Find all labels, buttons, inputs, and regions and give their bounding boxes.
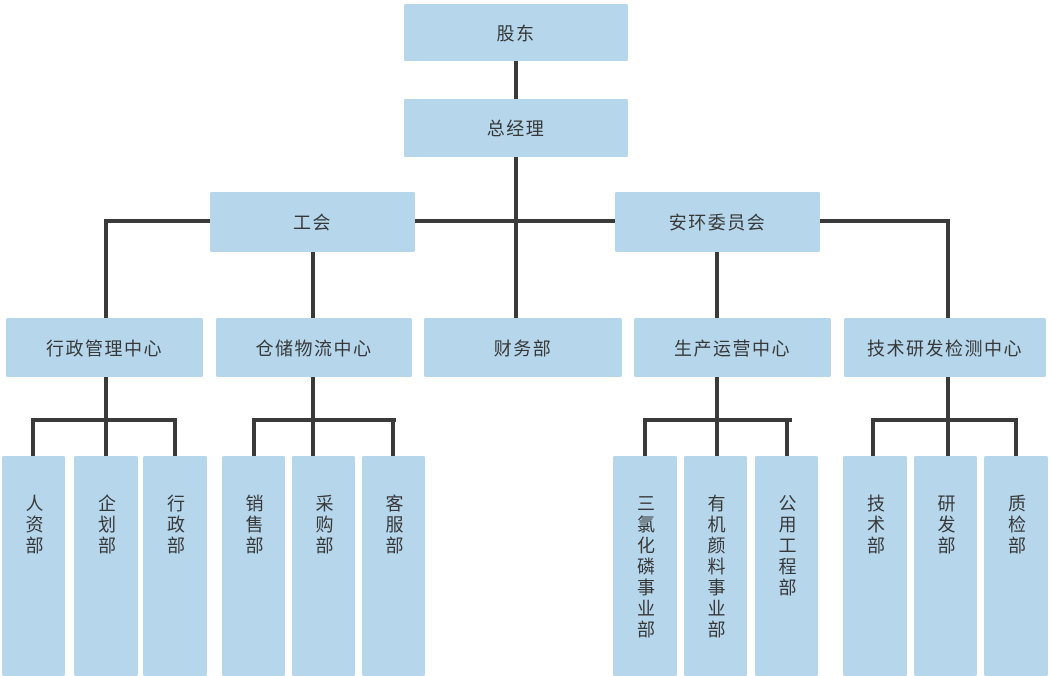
org-node-rd-dept: 研发部 bbox=[914, 456, 977, 676]
connector-stub-technology bbox=[871, 418, 875, 457]
org-node-quality-inspection-dept: 质检部 bbox=[984, 456, 1048, 676]
org-node-production-ops-center: 生产运营中心 bbox=[634, 318, 831, 377]
org-node-planning-dept: 企划部 bbox=[74, 456, 138, 676]
org-node-hr-dept: 人资部 bbox=[2, 456, 65, 676]
connector-stub-hr bbox=[31, 418, 35, 457]
connector-shareholders-gm bbox=[514, 61, 518, 99]
org-node-warehouse-logistics-center: 仓储物流中心 bbox=[216, 318, 412, 377]
org-node-utility-engineering-dept: 公用工程部 bbox=[755, 456, 818, 676]
connector-admin-rail bbox=[31, 418, 177, 422]
connector-gm-finance-trunk bbox=[514, 157, 518, 318]
org-node-customer-service-dept: 客服部 bbox=[362, 456, 425, 676]
connector-stub-pcl3 bbox=[643, 418, 647, 457]
connector-stub-utility bbox=[785, 418, 789, 457]
org-node-tech-rd-testing-center: 技术研发检测中心 bbox=[844, 318, 1046, 377]
org-node-pcl3-division: 三氯化磷事业部 bbox=[613, 456, 677, 676]
connector-warehouse-rail bbox=[252, 418, 396, 422]
connector-stub-customer-service bbox=[391, 418, 395, 457]
org-node-shareholders: 股东 bbox=[404, 4, 628, 61]
connector-stub-administration bbox=[173, 418, 177, 457]
connector-level3-rail bbox=[104, 219, 950, 223]
connector-stub-sales bbox=[252, 418, 256, 457]
org-node-general-manager: 总经理 bbox=[404, 99, 628, 157]
org-node-admin-mgmt-center: 行政管理中心 bbox=[6, 318, 203, 377]
connector-production-rail bbox=[643, 418, 792, 422]
org-node-procurement-dept: 采购部 bbox=[292, 456, 355, 676]
org-node-safety-env-committee: 安环委员会 bbox=[615, 192, 820, 252]
org-node-administration-dept: 行政部 bbox=[143, 456, 207, 676]
connector-tech-rail bbox=[871, 418, 1018, 422]
org-node-sales-dept: 销售部 bbox=[222, 456, 285, 676]
org-node-finance-dept: 财务部 bbox=[424, 318, 622, 377]
org-node-organic-pigment-division: 有机颜料事业部 bbox=[684, 456, 747, 676]
connector-stub-quality bbox=[1014, 418, 1018, 457]
org-node-labor-union: 工会 bbox=[210, 192, 415, 252]
org-node-technology-dept: 技术部 bbox=[843, 456, 907, 676]
